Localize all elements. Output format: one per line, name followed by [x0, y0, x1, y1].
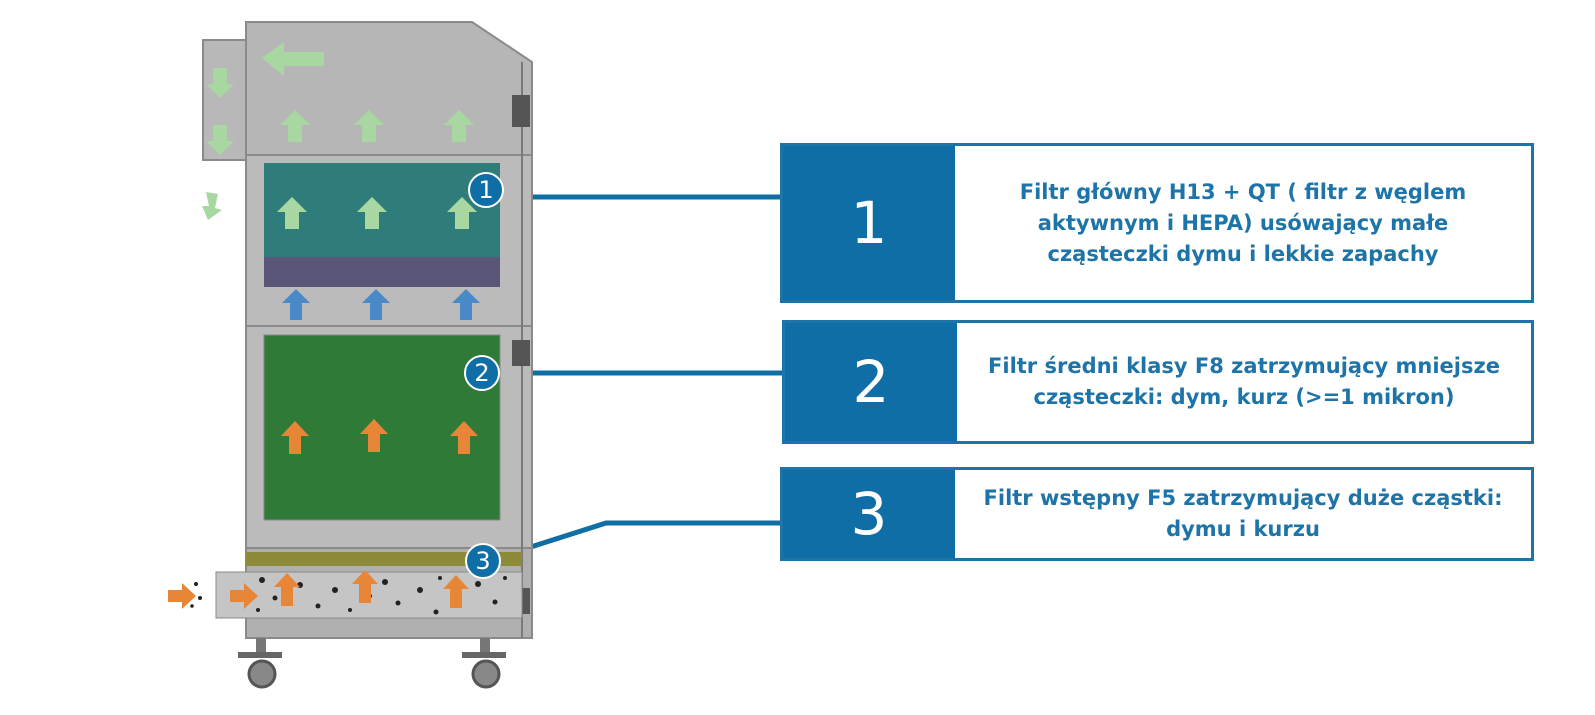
wheel-left — [238, 638, 282, 689]
filter-1-panel: 1 Filtr główny H13 + QT ( filtr z węglem… — [780, 143, 1534, 303]
filter-3-badge: 3 — [465, 543, 501, 579]
filter-2-number: 2 — [785, 323, 957, 441]
filter-2-badge: 2 — [464, 355, 500, 391]
wheel-right — [462, 638, 506, 689]
filter-1-number: 1 — [783, 146, 955, 300]
filter-1-description: Filtr główny H13 + QT ( filtr z węglem a… — [1019, 179, 1467, 266]
filter-1-badge: 1 — [468, 172, 504, 208]
carbon-layer — [264, 257, 500, 287]
hinge-top — [512, 95, 530, 127]
filter-3-description: Filtr wstępny F5 zatrzymujący duże cząst… — [983, 486, 1503, 541]
filter-3-panel: 3 Filtr wstępny F5 zatrzymujący duże czą… — [780, 467, 1534, 561]
filter-2-panel: 2 Filtr średni klasy F8 zatrzymujący mni… — [782, 320, 1534, 444]
pre-filter — [246, 552, 522, 566]
dirty-air-arrows — [168, 419, 478, 609]
filter-2-description: Filtr średni klasy F8 zatrzymujący mniej… — [988, 354, 1500, 409]
hinge-middle — [512, 340, 530, 366]
clean-air-arrows — [202, 42, 477, 229]
filter-3-number: 3 — [783, 470, 955, 558]
carbon-air-arrows — [282, 289, 480, 320]
